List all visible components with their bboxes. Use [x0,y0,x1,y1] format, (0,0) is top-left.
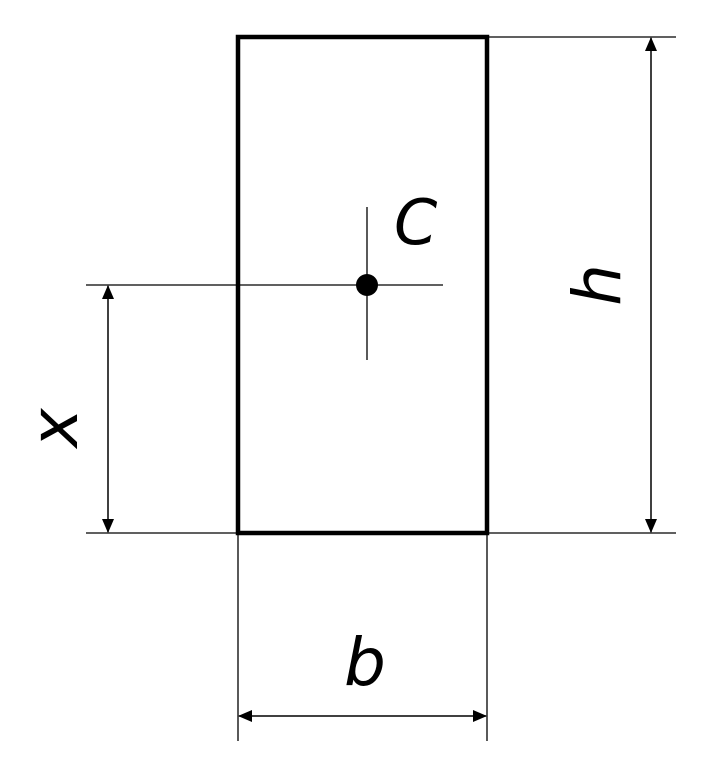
centroid-point [356,274,378,296]
width-label: b [344,624,386,701]
offset-label: x [16,408,93,450]
height-label: h [559,264,636,306]
centroid-label: C [394,186,438,259]
